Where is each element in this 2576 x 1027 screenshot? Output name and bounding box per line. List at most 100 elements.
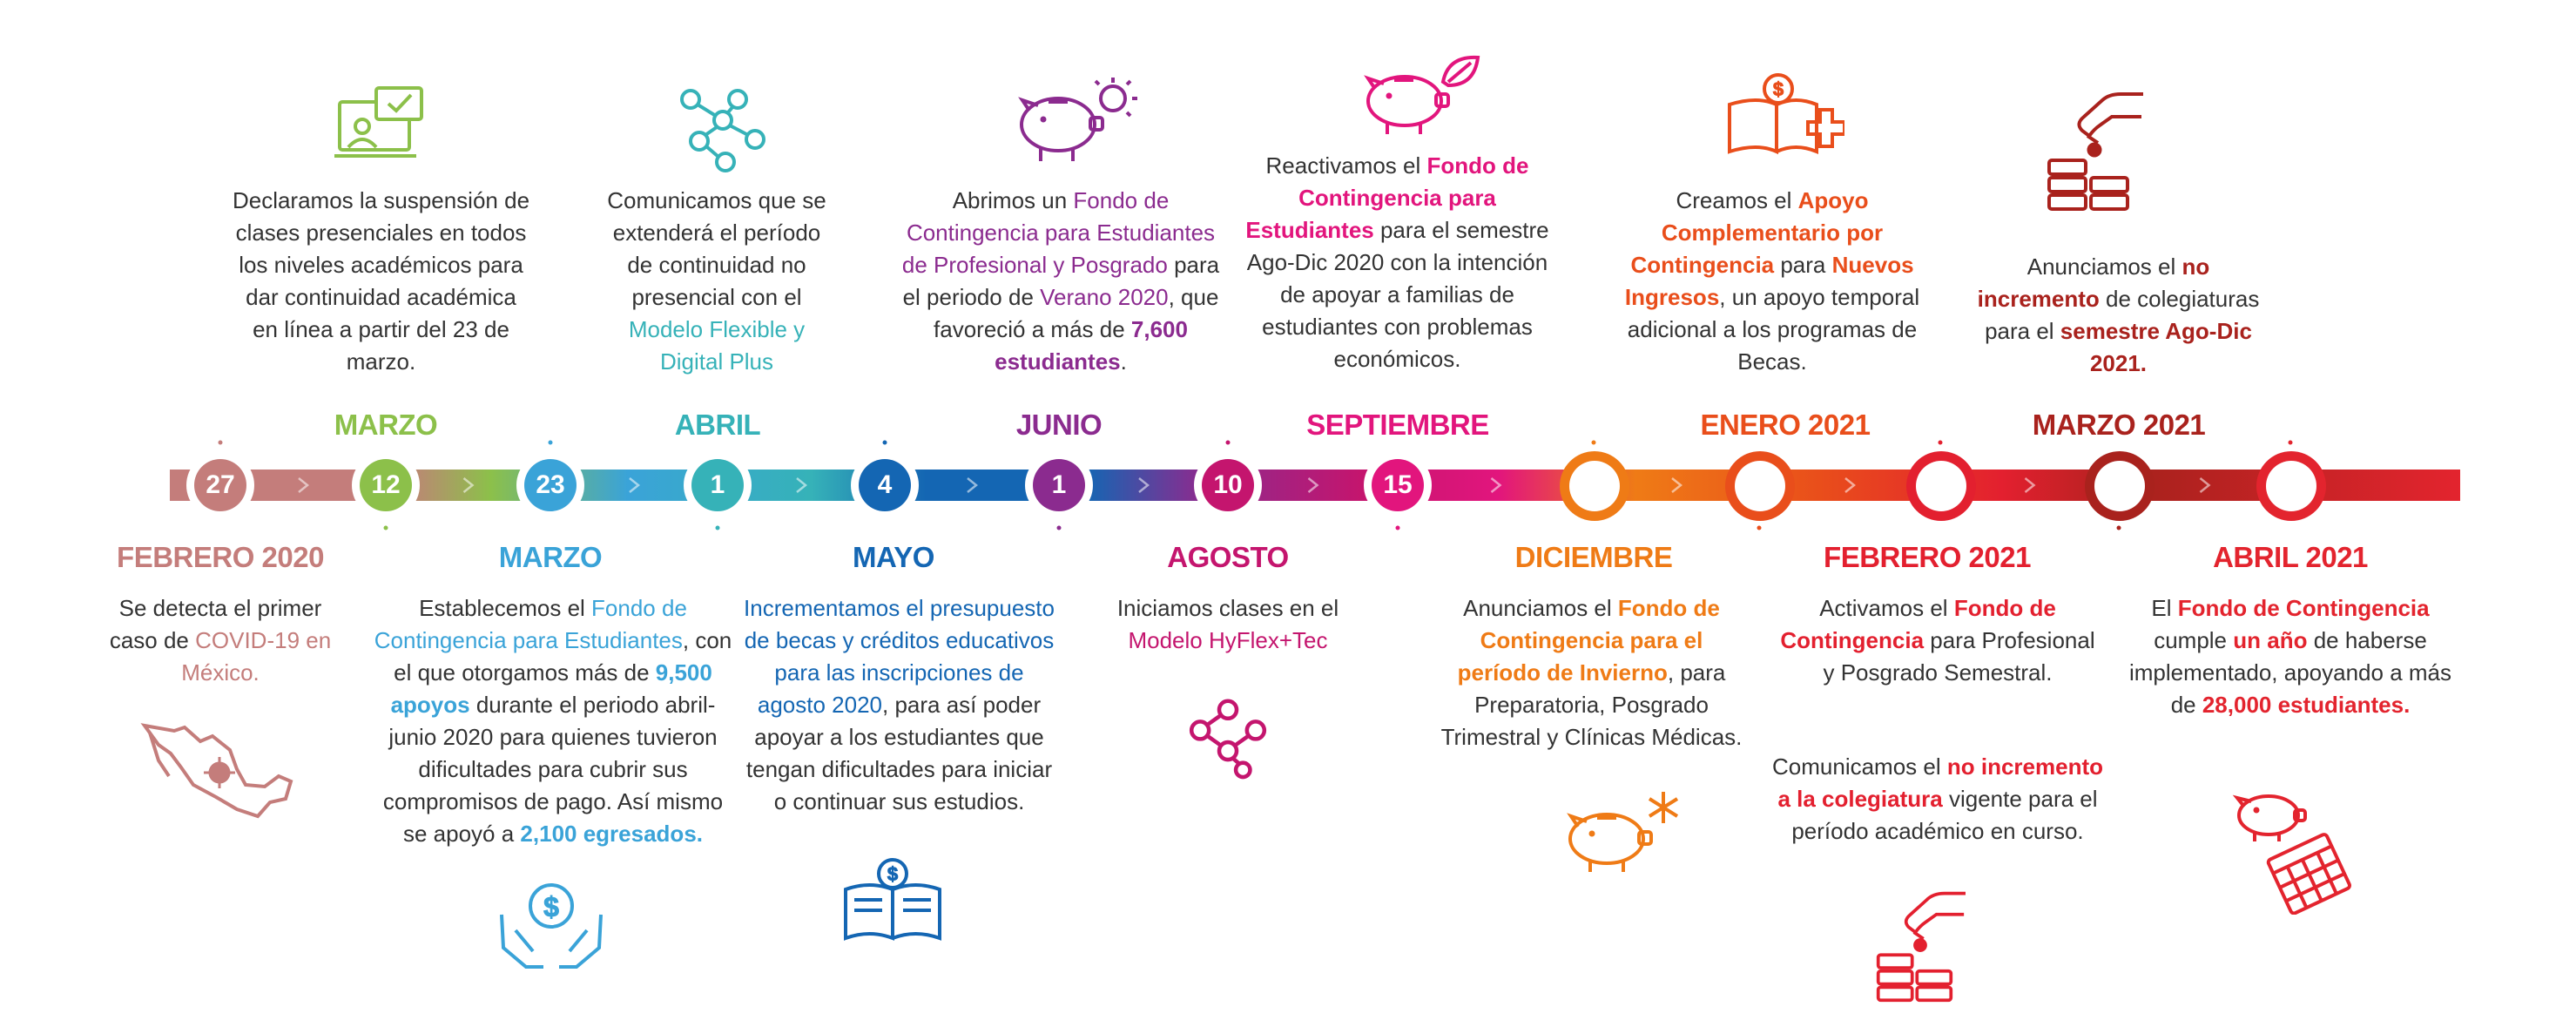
text-segment: Incrementamos el presupuesto de becas y … [744,595,1055,718]
text-segment: para el periodo de [902,252,1220,310]
text-segment: Nuevos Ingresos [1624,252,1914,310]
month-label-feb2020: FEBRERO 2020 [117,541,324,573]
text-segment: durante el periodo abril-junio 2020 para… [382,692,724,847]
timeline-ticks [218,440,2293,530]
node-feb21 [1906,451,1976,521]
hands-money-icon: $ [500,883,603,969]
node-ago: 10 [1194,451,1262,519]
text-segment: Verano 2020 [1040,284,1169,310]
text-segment: cumple [2154,627,2234,653]
band-arrow [1490,477,1502,493]
text-feb2020: Se detecta el primer caso de COVID-19 en… [94,592,347,689]
piggy-bank-sun-icon [1018,78,1137,161]
band-arrow [298,477,310,493]
node-ene21 [1725,451,1795,521]
node-abr: 1 [684,451,752,519]
text-segment: Se detecta el primer caso de [109,595,322,653]
network-nodes-icon [680,89,765,172]
month-label-feb21: FEBRERO 2021 [1824,541,2031,573]
text-segment: de colegiaturas para el [1985,286,2260,344]
text-segment: Iniciamos clases en el [1116,595,1339,621]
text-abr21: El Fondo de Contingencia cumple un año d… [2125,592,2456,721]
month-label-ago: AGOSTO [1167,541,1289,573]
text-segment: Fondo de Contingencia para Estudiantes [1245,152,1529,243]
text-segment: , para así poder apoyar a los estudiante… [745,692,1053,814]
month-label-abr: ABRIL [674,409,761,441]
hand-coins-icon [2047,92,2143,211]
text-segment: . [1120,348,1127,375]
text-abr: Comunicamos que se extenderá el período … [599,185,834,378]
text-segment: Fondo de Contingencia [1780,595,2056,653]
text-segment: , un apoyo temporal adicional a los prog… [1627,284,1920,375]
node-abr21 [2256,451,2326,521]
text-sep: Reactivamos el Fondo de Contingencia par… [1238,150,1556,375]
text-segment: Activamos el [1819,595,1954,621]
month-label-may: MAYO [853,541,934,573]
text-jun: Abrimos un Fondo de Contingencia para Es… [895,185,1226,378]
text-segment: Abrimos un [952,187,1074,213]
text-segment: , que favoreció a más de [934,284,1219,342]
text-segment: , con el que otorgamos más de [394,627,732,686]
text-mar21: Anunciamos el no incremento de colegiatu… [1964,251,2273,380]
tick-dot [882,440,887,445]
text-feb21-extra: Comunicamos el no incremento a la colegi… [1772,751,2103,848]
node-mar21 [2085,451,2155,521]
text-segment: Reactivamos el [1265,152,1427,179]
text-segment: 2,100 egresados. [520,821,703,847]
text-segment: semestre Ago-Dic 2021. [2060,318,2252,376]
text-segment: no incremento [1977,253,2210,312]
text-segment: Comunicamos que se extenderá el período … [607,187,826,310]
tick-dot [1757,525,1762,530]
text-segment: no incremento a la colegiatura [1777,753,2103,812]
band-arrow [2199,477,2211,493]
text-segment: Declaramos la suspensión de clases prese… [232,187,530,375]
band-arrow [2024,477,2036,493]
tick-dot [1395,525,1400,530]
tick-dot [383,525,388,530]
text-segment: Anunciamos el [1463,595,1618,621]
text-segment: 28,000 estudiantes. [2202,692,2411,718]
month-label-abr21: ABRIL 2021 [2213,541,2368,573]
text-segment: vigente para el período académico en cur… [1791,786,2098,844]
node-mar23: 23 [516,451,584,519]
text-segment: 9,500 apoyos [390,659,712,718]
tick-dot [1938,440,1943,445]
piggy-bank-leaf-icon [1364,55,1480,134]
network-nodes-icon-agosto [1189,699,1267,780]
hand-coins-icon-feb21 [1876,891,1966,1003]
node-feb2020: 27 [186,451,254,519]
text-segment: Apoyo Complementario por Contingencia [1630,187,1884,278]
band-arrow [462,477,475,493]
text-segment: Fondo de Contingencia para Estudiantes [374,595,687,653]
month-label-dic: DICIEMBRE [1514,541,1673,573]
text-segment: , para Preparatoria, Posgrado Trimestral… [1440,659,1743,750]
text-segment: Anunciamos el [2026,253,2182,280]
mexico-map-virus-icon [140,723,293,819]
piggy-bank-snow-icon [1567,792,1679,872]
node-may: 4 [851,451,919,519]
node-dic [1560,451,1629,521]
book-money-plus-icon: $ [1728,73,1844,155]
text-segment: para [1774,252,1832,278]
text-segment: Fondo de Contingencia [2177,595,2430,621]
svg-text:$: $ [887,863,898,885]
text-segment: para el semestre Ago-Dic 2020 con la int… [1246,217,1549,372]
online-class-icon [334,86,423,158]
text-segment: Creamos el [1676,187,1798,213]
text-segment: 7,600 estudiantes [995,316,1188,375]
text-segment: El [2151,595,2178,621]
node-mar12: 12 [352,451,420,519]
month-label-mar23: MARZO [498,541,603,573]
tick-dot [1225,440,1231,445]
text-dic: Anunciamos el Fondo de Contingencia para… [1437,592,1746,753]
tick-dot [1056,525,1062,530]
band-arrow [1671,477,1683,493]
text-segment: Fondo de Contingencia para el período de… [1457,595,1720,686]
band-arrow [796,477,808,493]
month-label-mar21: MARZO 2021 [2032,409,2206,441]
band-arrow [1844,477,1857,493]
svg-text:$: $ [1773,78,1784,100]
tick-dot [2288,440,2293,445]
month-label-jun: JUNIO [1015,409,1103,441]
timeline-arrows [298,477,2211,493]
